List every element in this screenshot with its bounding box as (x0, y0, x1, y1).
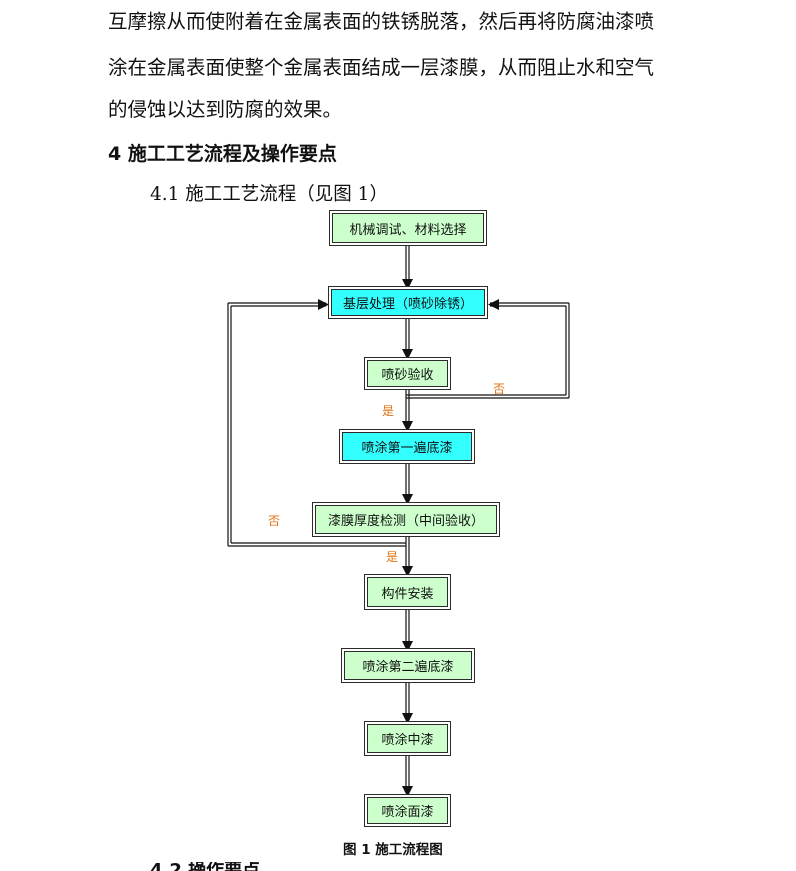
paragraph-line-1: 互摩擦从而使附着在金属表面的铁锈脱落，然后再将防腐油漆喷 (108, 10, 655, 33)
label-yes-2: 是 (386, 550, 399, 564)
step-base-treatment: 基层处理（喷砂除锈） (328, 286, 488, 319)
paragraph-line-2: 涂在金属表面使整个金属表面结成一层漆膜，从而阻止水和空气 (108, 56, 655, 79)
figure-caption: 图 1 施工流程图 (343, 842, 443, 858)
label-yes-1: 是 (382, 404, 395, 418)
step-top-coat: 喷涂面漆 (364, 794, 451, 827)
step-sandblast-inspection: 喷砂验收 (364, 357, 451, 390)
subsection-heading: 4.1 施工工艺流程（见图 1） (150, 184, 388, 205)
step-component-install: 构件安装 (364, 574, 451, 610)
step-film-thickness-check: 漆膜厚度检测（中间验收） (312, 502, 500, 537)
left-loop-arrowhead (318, 299, 329, 310)
label-no-left: 否 (268, 514, 281, 528)
right-loop-arrowhead (488, 299, 499, 310)
step-middle-coat: 喷涂中漆 (364, 721, 451, 756)
step-machine-debug-material: 机械调试、材料选择 (329, 210, 487, 246)
label-no-right: 否 (493, 382, 506, 396)
next-heading-partial: 4.2 操作要点 (150, 862, 260, 871)
section-heading: 4 施工工艺流程及操作要点 (108, 143, 337, 165)
step-second-primer: 喷涂第二遍底漆 (341, 648, 475, 683)
paragraph-line-3: 的侵蚀以达到防腐的效果。 (108, 98, 343, 121)
step-first-primer: 喷涂第一遍底漆 (339, 429, 475, 464)
